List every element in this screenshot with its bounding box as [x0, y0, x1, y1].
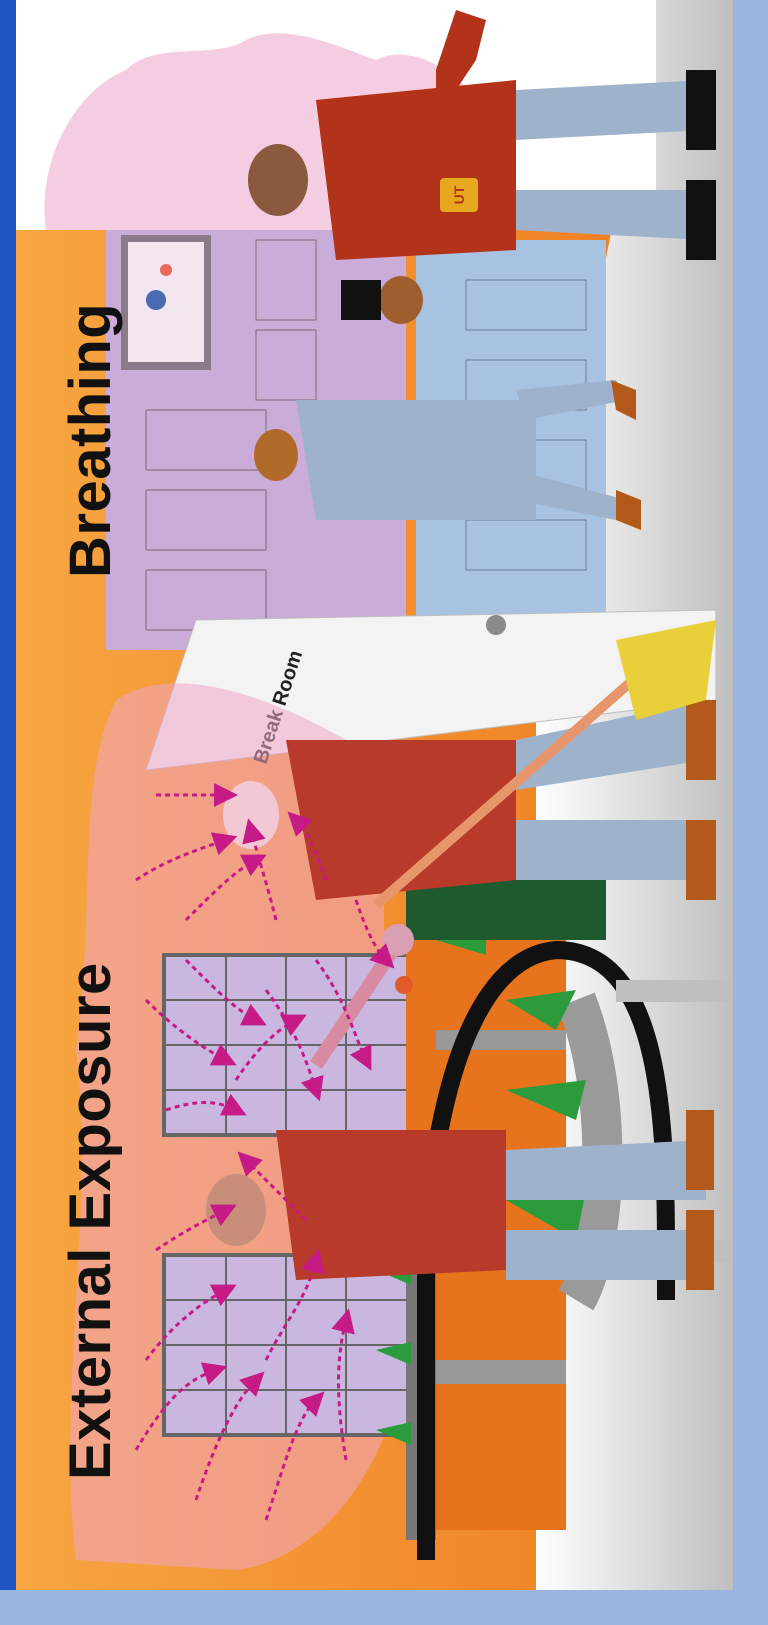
supervisor — [248, 10, 716, 260]
left-frame-bar — [0, 0, 16, 1590]
particle-arrows — [134, 783, 395, 1521]
title-external-exposure: External Exposure — [58, 962, 123, 1480]
worker-grinding — [206, 924, 714, 1290]
badge-text: UT — [451, 185, 467, 204]
break-room-worker-front — [341, 276, 423, 324]
workplace-scene: UT Break Room — [16, 0, 733, 1590]
right-frame-band — [733, 0, 768, 1625]
title-breathing: Breathing — [58, 302, 123, 578]
window-lower — [162, 1253, 411, 1437]
worker-sweeping — [223, 620, 716, 909]
bottom-frame-band — [0, 1590, 768, 1625]
scene-drawing: UT Break Room — [16, 0, 733, 1590]
break-room-worker-back — [254, 380, 641, 530]
